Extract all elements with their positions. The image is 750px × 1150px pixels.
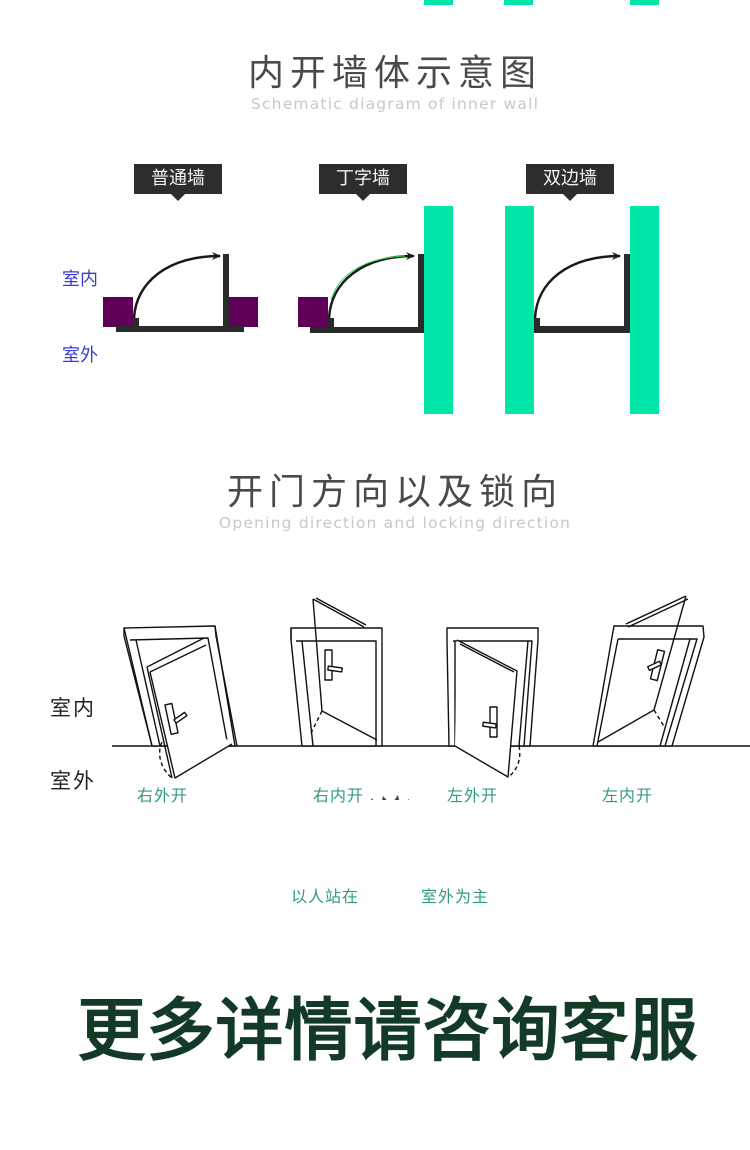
top-wall-stub-1 bbox=[424, 0, 453, 5]
wall-type-tag-double-sided: 双边墙 bbox=[526, 164, 614, 201]
door-right-outward bbox=[123, 625, 238, 779]
wall-block-left bbox=[103, 297, 133, 327]
door-label-left-inward: 左内开 bbox=[602, 786, 654, 805]
section-subtitle-opening-direction: Opening direction and locking direction bbox=[218, 514, 572, 532]
door-left-inward bbox=[592, 595, 705, 747]
door-label-left-outward: 左外开 bbox=[447, 786, 499, 805]
label-outdoor-blue: 室外 bbox=[62, 345, 98, 366]
t-wall-diagram bbox=[298, 206, 453, 414]
person-figure bbox=[371, 795, 409, 800]
wall-type-tag-normal: 普通墙 bbox=[134, 164, 222, 201]
door-frame-side bbox=[624, 254, 630, 333]
wall-type-tag-t-shaped: 丁字墙 bbox=[319, 164, 407, 201]
swing-arc bbox=[327, 252, 415, 319]
double-wall-diagram bbox=[505, 206, 659, 414]
normal-wall-diagram bbox=[103, 252, 258, 332]
door-left-outward bbox=[446, 627, 539, 778]
top-wall-stub-2 bbox=[504, 0, 533, 5]
contact-customer-service-cta: 更多详情请咨询客服 bbox=[77, 992, 699, 1071]
green-wall-right bbox=[630, 206, 659, 414]
door-frame-side bbox=[223, 254, 229, 332]
viewpoint-note-left: 以人站在 bbox=[291, 887, 360, 906]
section-subtitle-inner-wall: Schematic diagram of inner wall bbox=[250, 95, 540, 113]
wall-block-left bbox=[298, 297, 328, 327]
label-indoor: 室内 bbox=[50, 696, 96, 720]
green-wall bbox=[424, 206, 453, 414]
door-label-right-outward: 右外开 bbox=[137, 786, 189, 805]
top-wall-stub-3 bbox=[630, 0, 659, 5]
label-indoor-blue: 室内 bbox=[62, 269, 98, 290]
section-title-inner-wall: 内开墙体示意图 bbox=[247, 53, 542, 94]
swing-arc bbox=[132, 252, 221, 319]
section-title-opening-direction: 开门方向以及锁向 bbox=[226, 472, 563, 513]
door-frame-side bbox=[418, 254, 424, 333]
swing-arc bbox=[533, 252, 621, 319]
viewpoint-note-right: 室外为主 bbox=[421, 887, 490, 906]
wall-diagrams bbox=[103, 206, 659, 414]
door-label-right-inward: 右内开 bbox=[313, 786, 365, 805]
door-right-inward bbox=[290, 597, 383, 747]
door-diagrams bbox=[112, 595, 750, 800]
label-outdoor: 室外 bbox=[50, 769, 96, 793]
wall-block-right bbox=[228, 297, 258, 327]
green-wall-left bbox=[505, 206, 534, 414]
